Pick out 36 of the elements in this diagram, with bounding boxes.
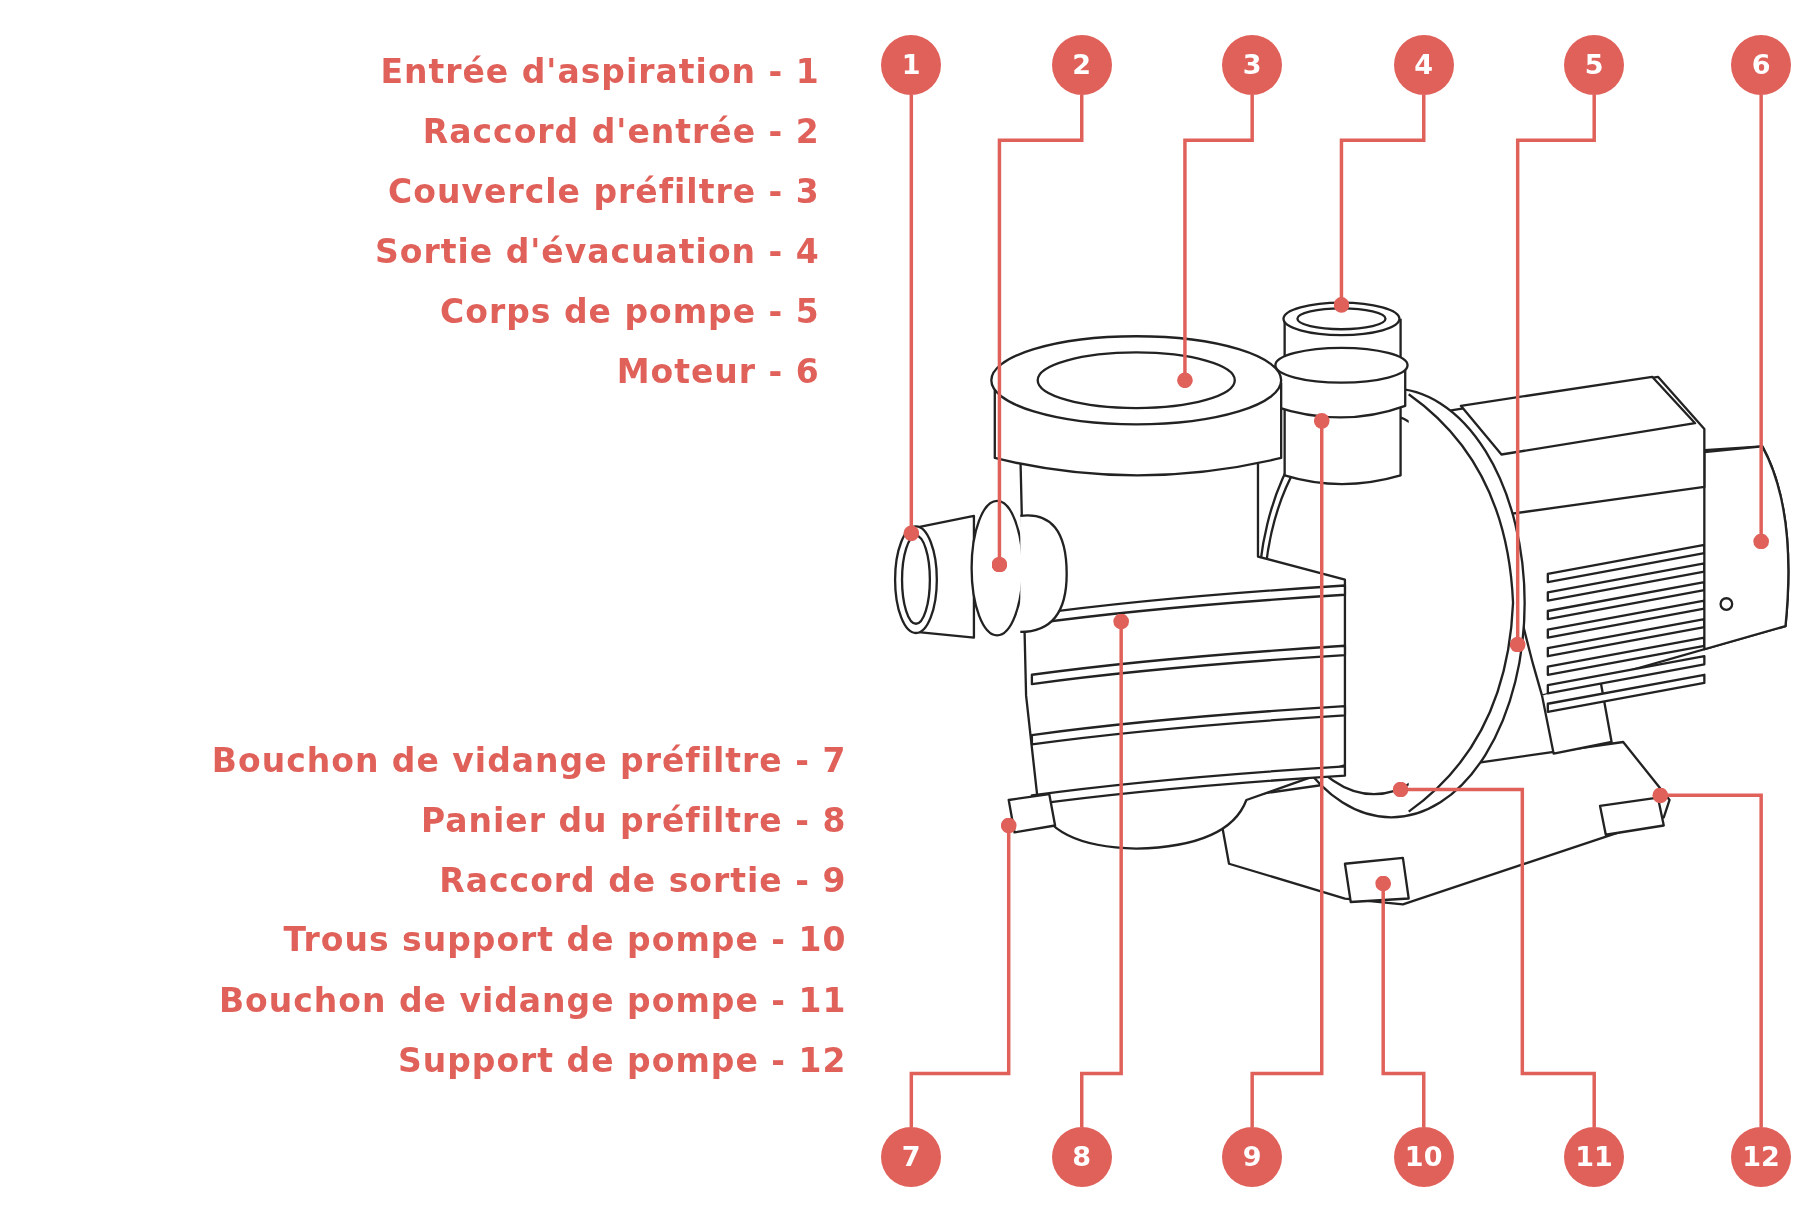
- leader-line: [1333, 95, 1426, 313]
- leader-line: [1509, 95, 1596, 653]
- part-label: Couvercle préfiltre - 3: [388, 172, 820, 213]
- part-label: Panier du préfiltre - 8: [420, 800, 847, 841]
- callout-number: 12: [1731, 1126, 1792, 1187]
- leader-line: [903, 95, 920, 542]
- part-label: Moteur - 6: [616, 352, 820, 393]
- callout-number: 10: [1393, 1126, 1454, 1187]
- callout-number: 11: [1564, 1126, 1625, 1187]
- part-label: Support de pompe - 12: [397, 1040, 847, 1081]
- callout-number: 8: [1051, 1126, 1112, 1187]
- callout-number: 5: [1564, 34, 1625, 95]
- callout-number: 6: [1731, 34, 1792, 95]
- leader-line: [1375, 875, 1426, 1127]
- callout-number: 7: [881, 1126, 942, 1187]
- part-label: Sortie d'évacuation - 4: [374, 231, 820, 272]
- callout-number: 3: [1222, 34, 1283, 95]
- callout-number: 4: [1393, 34, 1454, 95]
- part-label: Trous support de pompe - 10: [283, 920, 847, 961]
- leader-line: [1652, 787, 1763, 1127]
- leader-line: [1250, 413, 1330, 1127]
- leader-line: [991, 95, 1084, 573]
- part-label: Raccord d'entrée - 2: [422, 112, 820, 153]
- leader-line: [909, 817, 1017, 1127]
- part-label: Entrée d'aspiration - 1: [380, 51, 820, 92]
- callout-number: 9: [1222, 1126, 1283, 1187]
- leader-line: [1177, 95, 1254, 389]
- callout-number: 2: [1051, 34, 1112, 95]
- callout-number: 1: [881, 34, 942, 95]
- leader-line: [1753, 95, 1769, 550]
- part-label: Bouchon de vidange préfiltre - 7: [211, 740, 847, 781]
- part-label: Raccord de sortie - 9: [439, 861, 847, 902]
- leader-line: [1392, 781, 1596, 1127]
- leader-line: [1080, 613, 1129, 1127]
- part-label: Corps de pompe - 5: [440, 291, 820, 332]
- part-label: Bouchon de vidange pompe - 11: [218, 980, 847, 1021]
